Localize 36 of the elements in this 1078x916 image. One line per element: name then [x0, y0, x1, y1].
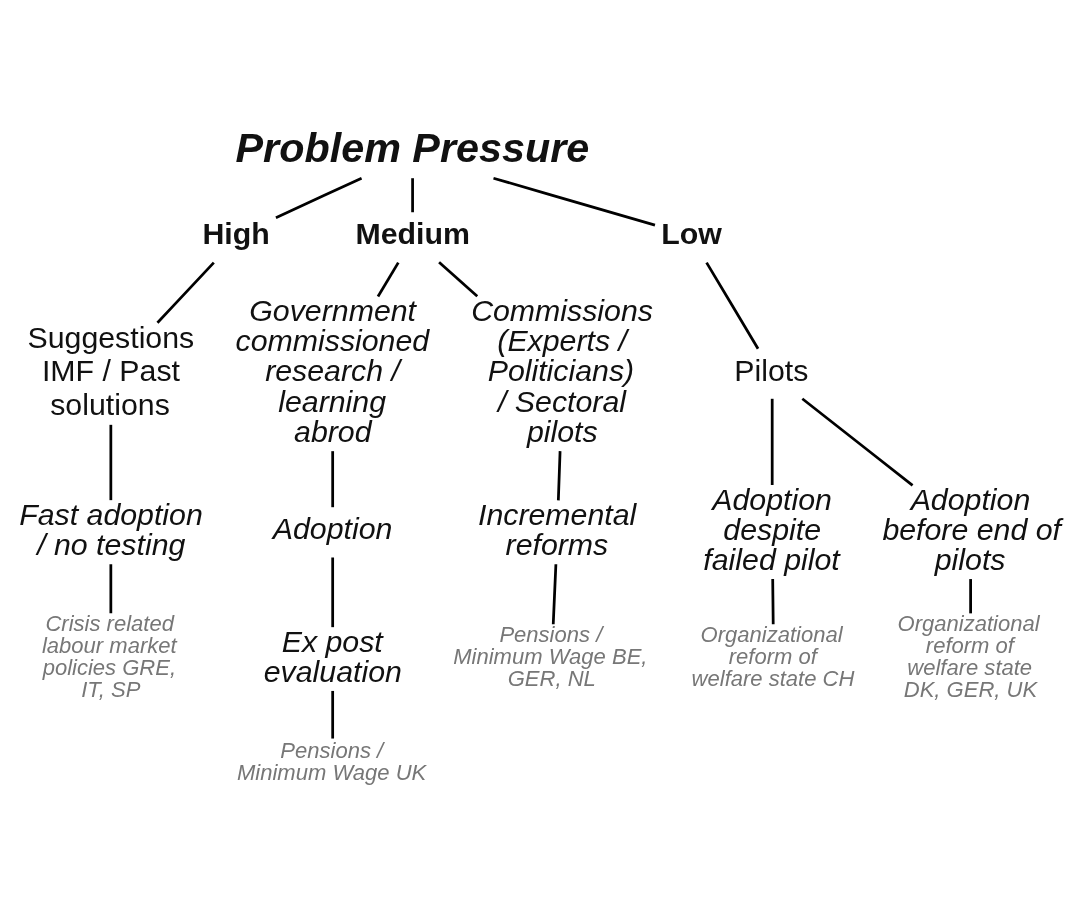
connector	[331, 690, 335, 739]
connector	[556, 450, 562, 500]
connector	[493, 176, 656, 226]
node-text: Incremental reforms	[478, 497, 637, 561]
node-text: Pensions / Minimum Wage BE, GER, NL	[453, 621, 648, 691]
node-text: Ex post evaluation	[263, 624, 402, 688]
node-text: Crisis related labour market policies GRE, IT, SP	[41, 610, 177, 702]
node-text: Organizational reform of welfare state DK, GER, UK	[897, 610, 1040, 702]
connector	[411, 177, 414, 212]
connector	[551, 563, 558, 624]
connector	[109, 424, 113, 500]
node-text: Suggestions IMF / Past solutions	[27, 320, 195, 421]
connector	[771, 578, 775, 624]
connector	[376, 261, 400, 297]
connector	[801, 397, 914, 486]
node-text: Adoption despite failed pilot	[703, 482, 840, 576]
connector	[156, 261, 215, 324]
connector	[331, 450, 335, 507]
node-text: Adoption	[272, 511, 393, 545]
connector	[705, 261, 760, 349]
node-text: Pilots	[734, 353, 809, 387]
node-text: Pensions / Minimum Wage UK	[236, 737, 427, 785]
node-text: Medium	[355, 216, 470, 250]
connector	[275, 176, 363, 219]
node-text: Commissions (Experts / Politicians) / Sectoral pilots	[471, 293, 653, 448]
connector	[331, 557, 335, 627]
connector	[969, 578, 972, 613]
connector	[770, 398, 774, 485]
node-text: Organizational reform of welfare state CH	[691, 621, 855, 691]
node-text: Problem Pressure	[235, 124, 590, 171]
node-text: Fast adoption / no testing	[19, 497, 203, 561]
node-text: Low	[661, 216, 722, 250]
node-text: Government commissioned research / learning abrod	[235, 293, 430, 448]
node-text: High	[202, 216, 270, 250]
connector	[109, 563, 113, 613]
connector	[438, 260, 479, 297]
